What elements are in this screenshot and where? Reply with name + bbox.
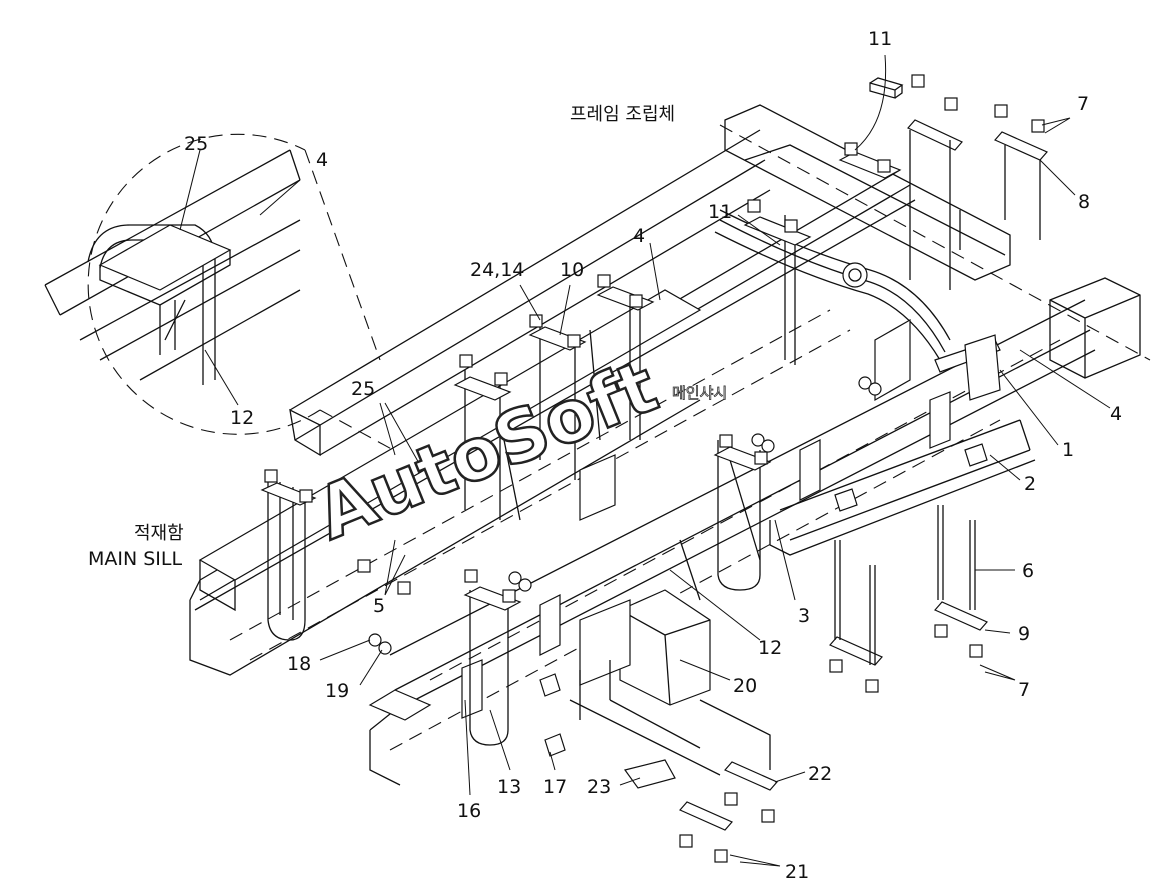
watermark-subtext: 메인샤시 xyxy=(672,384,727,402)
detail-pad xyxy=(98,224,232,291)
callout-11-mid: 11 xyxy=(708,201,732,223)
u-bolt-13 xyxy=(469,590,509,746)
callout-19: 19 xyxy=(325,680,349,702)
main-sill-label: MAIN SILL xyxy=(88,548,182,570)
callout-9: 9 xyxy=(1018,623,1030,645)
callout-24-14: 24,14 xyxy=(470,259,524,281)
callout-16: 16 xyxy=(457,800,481,822)
detail-rail-lines xyxy=(79,219,301,381)
callout-17: 17 xyxy=(543,776,567,798)
hidden-frame-lines xyxy=(229,124,1151,661)
callout-21: 21 xyxy=(785,861,809,883)
callout-4-detail: 4 xyxy=(316,149,328,171)
callout-13: 13 xyxy=(497,776,521,798)
detail-circle-outline xyxy=(87,133,321,435)
frame-assembly-title: 프레임 조립체 xyxy=(570,104,675,125)
callout-20: 20 xyxy=(733,675,757,697)
detail-view xyxy=(44,133,431,471)
shim-plate-23 xyxy=(623,759,676,789)
callout-7-top: 7 xyxy=(1077,93,1089,115)
clamp-plates xyxy=(260,74,1048,863)
detail-circle-leader xyxy=(304,149,431,471)
spacer-block-20 xyxy=(619,589,711,706)
callout-25-detail: 25 xyxy=(184,133,208,155)
u-bolt-left xyxy=(267,480,306,641)
callout-25-main: 25 xyxy=(351,378,375,400)
stud-bolts xyxy=(579,130,1041,720)
watermark: AutoSoft 메인샤시 xyxy=(304,343,728,557)
callout-12-main: 12 xyxy=(758,637,782,659)
spring-eye xyxy=(842,262,868,288)
callout-23: 23 xyxy=(587,776,611,798)
right-frame-box-end xyxy=(1049,277,1141,379)
callout-10: 10 xyxy=(560,259,584,281)
callout-7-bottom: 7 xyxy=(1018,679,1030,701)
u-bolts xyxy=(267,215,796,746)
washer-19 xyxy=(378,641,392,655)
text-labels: 프레임 조립체 적재함 MAIN SILL xyxy=(88,104,675,570)
callout-12-detail: 12 xyxy=(230,407,254,429)
callout-11-top: 11 xyxy=(868,28,892,50)
callout-8: 8 xyxy=(1078,191,1090,213)
callout-2: 2 xyxy=(1024,473,1036,495)
gusset-left xyxy=(579,454,616,521)
callout-6: 6 xyxy=(1022,560,1034,582)
callout-4-right: 4 xyxy=(1110,403,1122,425)
right-frame-box-upper xyxy=(724,104,1011,281)
washer-18 xyxy=(368,633,382,647)
u-bolt-center xyxy=(629,300,641,440)
cargo-box-label: 적재함 xyxy=(134,523,184,544)
bolt-17-b xyxy=(544,733,566,757)
callout-22: 22 xyxy=(808,763,832,785)
callout-4-mid: 4 xyxy=(633,225,645,247)
callout-1: 1 xyxy=(1062,439,1074,461)
bolt-17-a xyxy=(539,673,561,697)
leader-lines xyxy=(179,54,1111,867)
callout-18: 18 xyxy=(287,653,311,675)
gusset-right xyxy=(874,318,911,402)
upper-left-beam xyxy=(289,129,771,456)
small-parts xyxy=(368,77,988,789)
crossmember-2 xyxy=(779,419,1031,541)
callout-5: 5 xyxy=(373,595,385,617)
u-bolt-right xyxy=(717,440,761,591)
callout-3: 3 xyxy=(798,605,810,627)
part-11-top xyxy=(869,82,896,99)
